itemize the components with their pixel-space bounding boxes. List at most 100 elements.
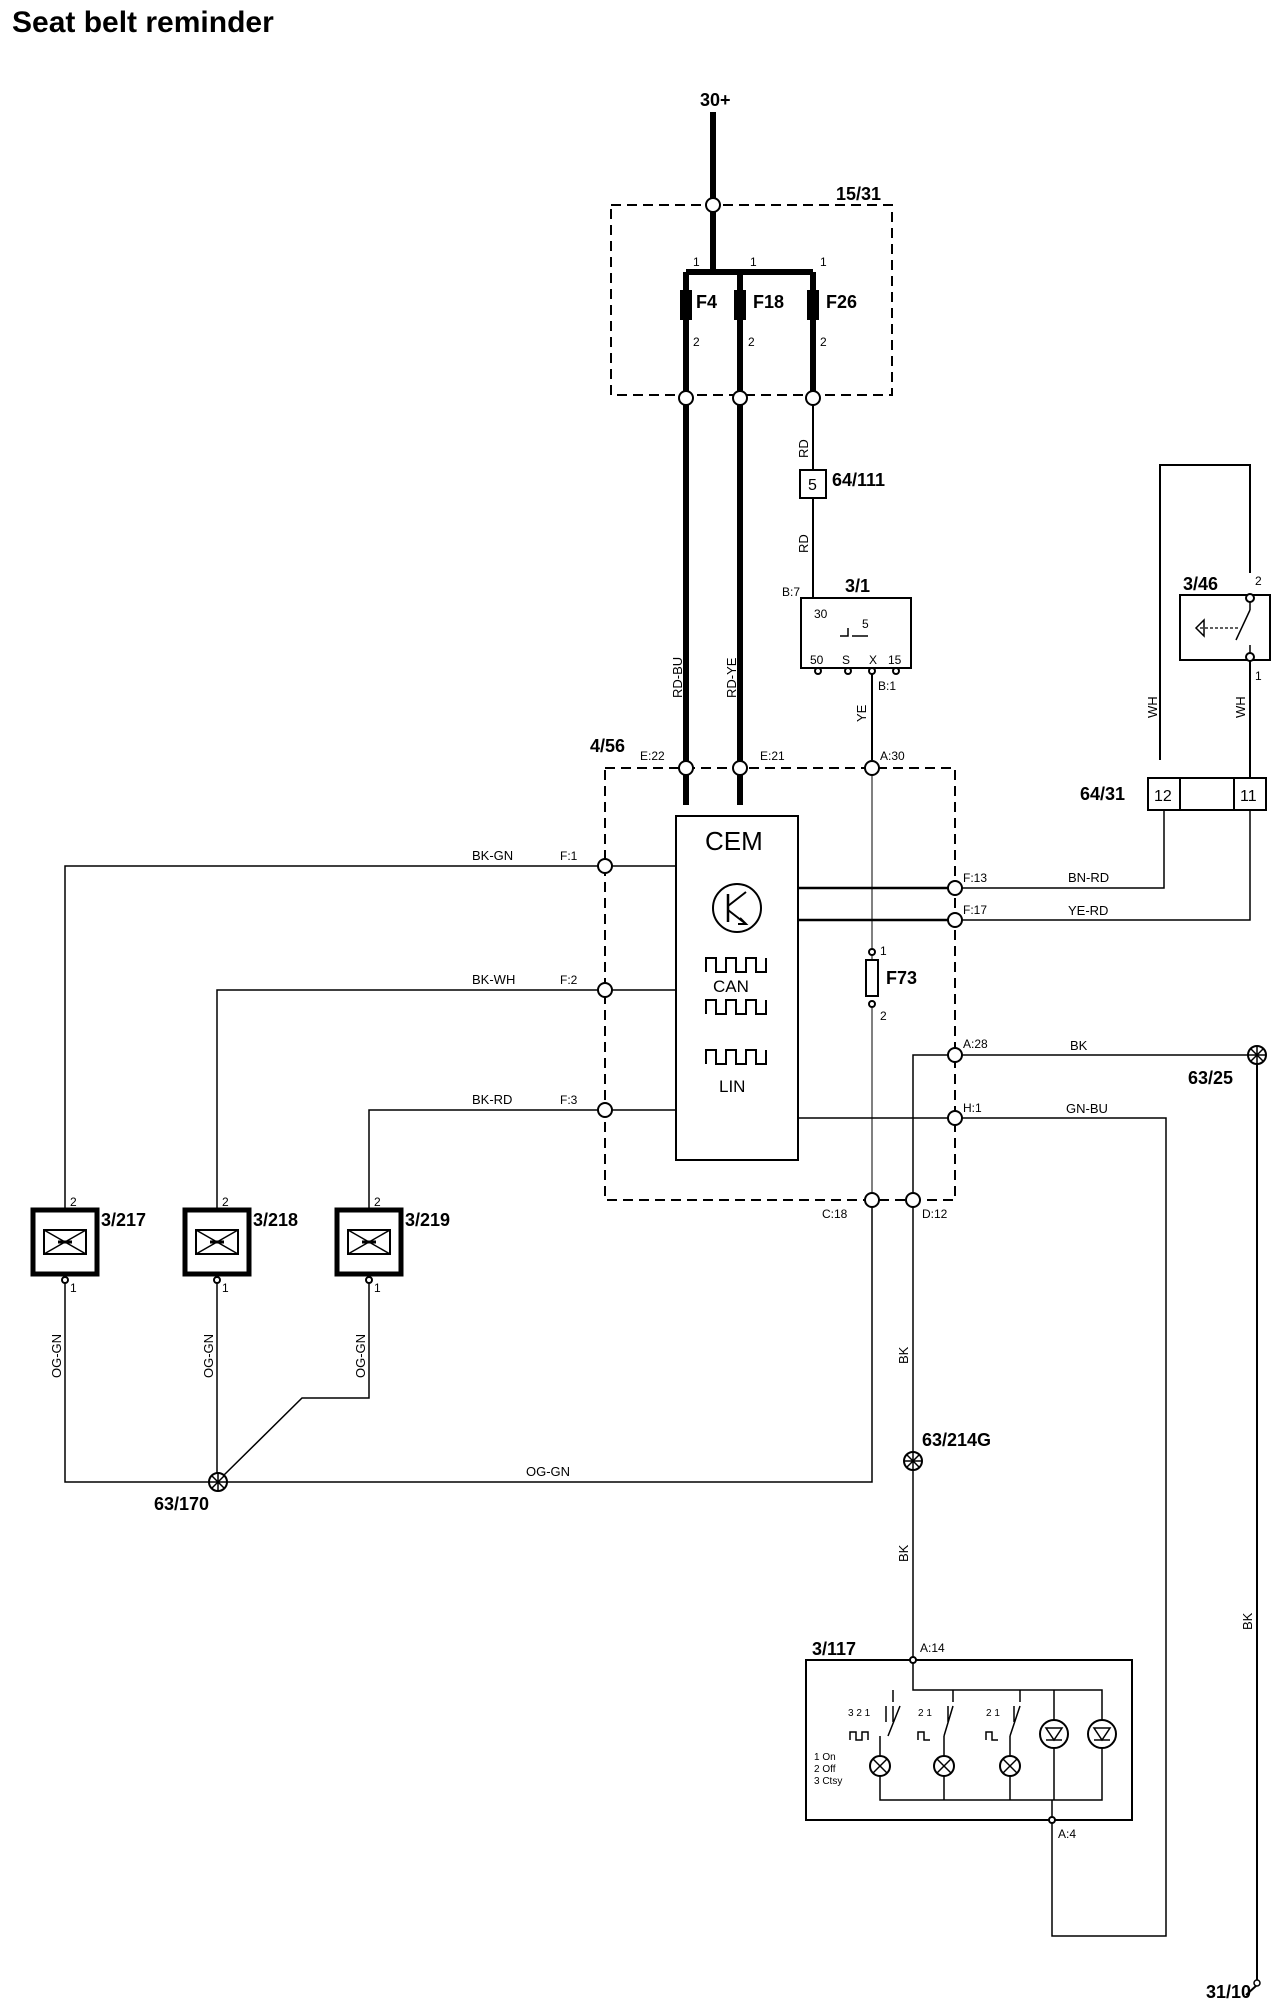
can-wave-icon-2 [705,999,767,1015]
sensor-3-217-id: 3/217 [101,1210,146,1230]
connector-64-31-pin-right: 11 [1240,788,1257,805]
ignition-pin-30: 30 [814,607,828,621]
fuse-f73-pin-top: 1 [880,944,887,958]
wire-label-bk-wh: BK-WH [472,972,515,987]
connector-64-111-id: 64/111 [832,470,885,490]
panel-pin-a14: A:14 [920,1641,945,1655]
cem-pin-c18-node [864,1192,880,1208]
fuse-f26-label: F26 [826,292,857,312]
sensor-3-218-pin-bottom: 1 [222,1281,229,1295]
lamp-icon-2 [933,1755,955,1777]
buckle-switch-3-46: 3/46 2 1 [1179,574,1271,683]
wire-label-og-gn-3: OG-GN [353,1334,368,1378]
ignition-pin-s: S [842,653,850,667]
wire-bk-rd [368,1109,598,1210]
panel-switch-mark-3: 2 1 [986,1708,1000,1719]
cem-pin-f17-node [947,912,963,928]
ground-31-10: 31/10 [1206,1979,1261,2000]
fuse-f26-pin-in: 1 [820,255,827,269]
cem-pin-c18: C:18 [822,1207,848,1221]
panel-legend-off: 2 Off [814,1764,836,1775]
ignition-pin-b1: B:1 [878,679,896,693]
ground-63-25-label: 63/25 [1188,1068,1233,1088]
ground-63-214g-label: 63/214G [922,1430,991,1450]
cem-label: CEM [705,826,763,856]
fuse-f26: 1 F26 2 [807,255,857,395]
panel-id: 3/117 [812,1639,856,1659]
wire-label-ye-rd: YE-RD [1068,903,1108,918]
fusebox-input-node [705,197,721,213]
cem-pin-a30-node [864,760,880,776]
fuse-f73: 1 F73 2 [865,944,917,1023]
wire-gn-bu [962,1117,1167,1937]
ignition-switch-id: 3/1 [845,576,870,596]
connector-64-31-pin-left: 12 [1154,788,1172,805]
can-wave-icon [705,957,767,973]
wire-ye-rd [962,810,1251,921]
cem-pin-f1-node [597,858,613,874]
wire-label-bk-rd: BK-RD [472,1092,512,1107]
cem-pin-a28-node [947,1047,963,1063]
wire-bn-rd [962,810,1165,889]
supply-label: 30+ [700,90,731,110]
sensor-3-218-id: 3/218 [253,1210,298,1230]
wire-label-bn-rd: BN-RD [1068,870,1109,885]
wire-label-wh-right: WH [1233,696,1248,718]
sensor-3-218-pin-top: 2 [222,1195,229,1209]
fuse-f73-label: F73 [886,968,917,988]
led-icon [1039,1719,1069,1749]
fuse-f18: 1 F18 2 [734,255,784,395]
wire-label-og-gn-main: OG-GN [526,1464,570,1479]
panel-pin-a4: A:4 [1058,1827,1076,1841]
buckle-switch-id: 3/46 [1183,574,1218,594]
ground-63-170: 63/170 [154,1472,228,1514]
cem-pin-f1: F:1 [560,849,578,863]
lamp-icon-3 [999,1755,1021,1777]
cem-can-label: CAN [713,977,749,996]
connector-64-31-id: 64/31 [1080,784,1125,804]
cem-pin-f3-node [597,1102,613,1118]
wire-og-gn-3 [222,1283,370,1477]
sensor-3-219: 3/219 2 1 [334,1195,450,1295]
wire-og-gn-main [226,1207,873,1483]
buckle-switch-pin-bottom: 1 [1255,669,1262,683]
panel-legend-on: 1 On [814,1752,836,1763]
ground-63-25: 63/25 [1188,1045,1267,1088]
ignition-pin-x: X [869,653,877,667]
wire-label-wh-left: WH [1145,696,1160,718]
sensor-3-219-pin-bottom: 1 [374,1281,381,1295]
cem-pin-f3: F:3 [560,1093,578,1107]
wire-label-bk-right: BK [1240,1612,1255,1630]
cem-pin-d12: D:12 [922,1207,948,1221]
ignition-switch: 3/1 B:7 30 5 50 S X 15 B:1 [782,576,912,693]
led-icon-2 [1087,1719,1117,1749]
panel-switch-mark-1: 3 2 1 [848,1708,871,1719]
sensor-3-219-id: 3/219 [405,1210,450,1230]
buckle-switch-pin-top: 2 [1255,574,1262,588]
fusebox-out-node-f26 [805,390,821,406]
sensor-3-219-pin-top: 2 [374,1195,381,1209]
lin-wave-icon [705,1049,767,1065]
cem-pin-a28: A:28 [963,1037,988,1051]
ignition-pin-50: 50 [810,653,824,667]
ground-63-170-label: 63/170 [154,1494,209,1514]
sensor-3-217: 3/217 2 1 [30,1195,146,1295]
wire-a28-to-d12 [912,1054,948,1193]
cem-pin-e21-node [732,760,748,776]
cem-lin-label: LIN [719,1077,745,1096]
fuse-f4-pin-in: 1 [693,255,700,269]
transistor-icon [712,883,762,933]
fuse-f26-pin-out: 2 [820,335,827,349]
wire-label-og-gn-2: OG-GN [201,1334,216,1378]
fuse-f18-pin-in: 1 [750,255,757,269]
wire-label-rd-bu: RD-BU [670,657,685,698]
wire-label-rd-2: RD [796,534,811,553]
cem-pin-h1-node [947,1110,963,1126]
cem-pin-a30: A:30 [880,749,905,763]
fuse-f73-pin-bottom: 2 [880,1009,887,1023]
wire-bk-gn [64,865,598,1210]
cem-pin-h1: H:1 [963,1101,982,1115]
ground-31-10-label: 31/10 [1206,1982,1251,2000]
ignition-pin-b7: B:7 [782,585,800,599]
